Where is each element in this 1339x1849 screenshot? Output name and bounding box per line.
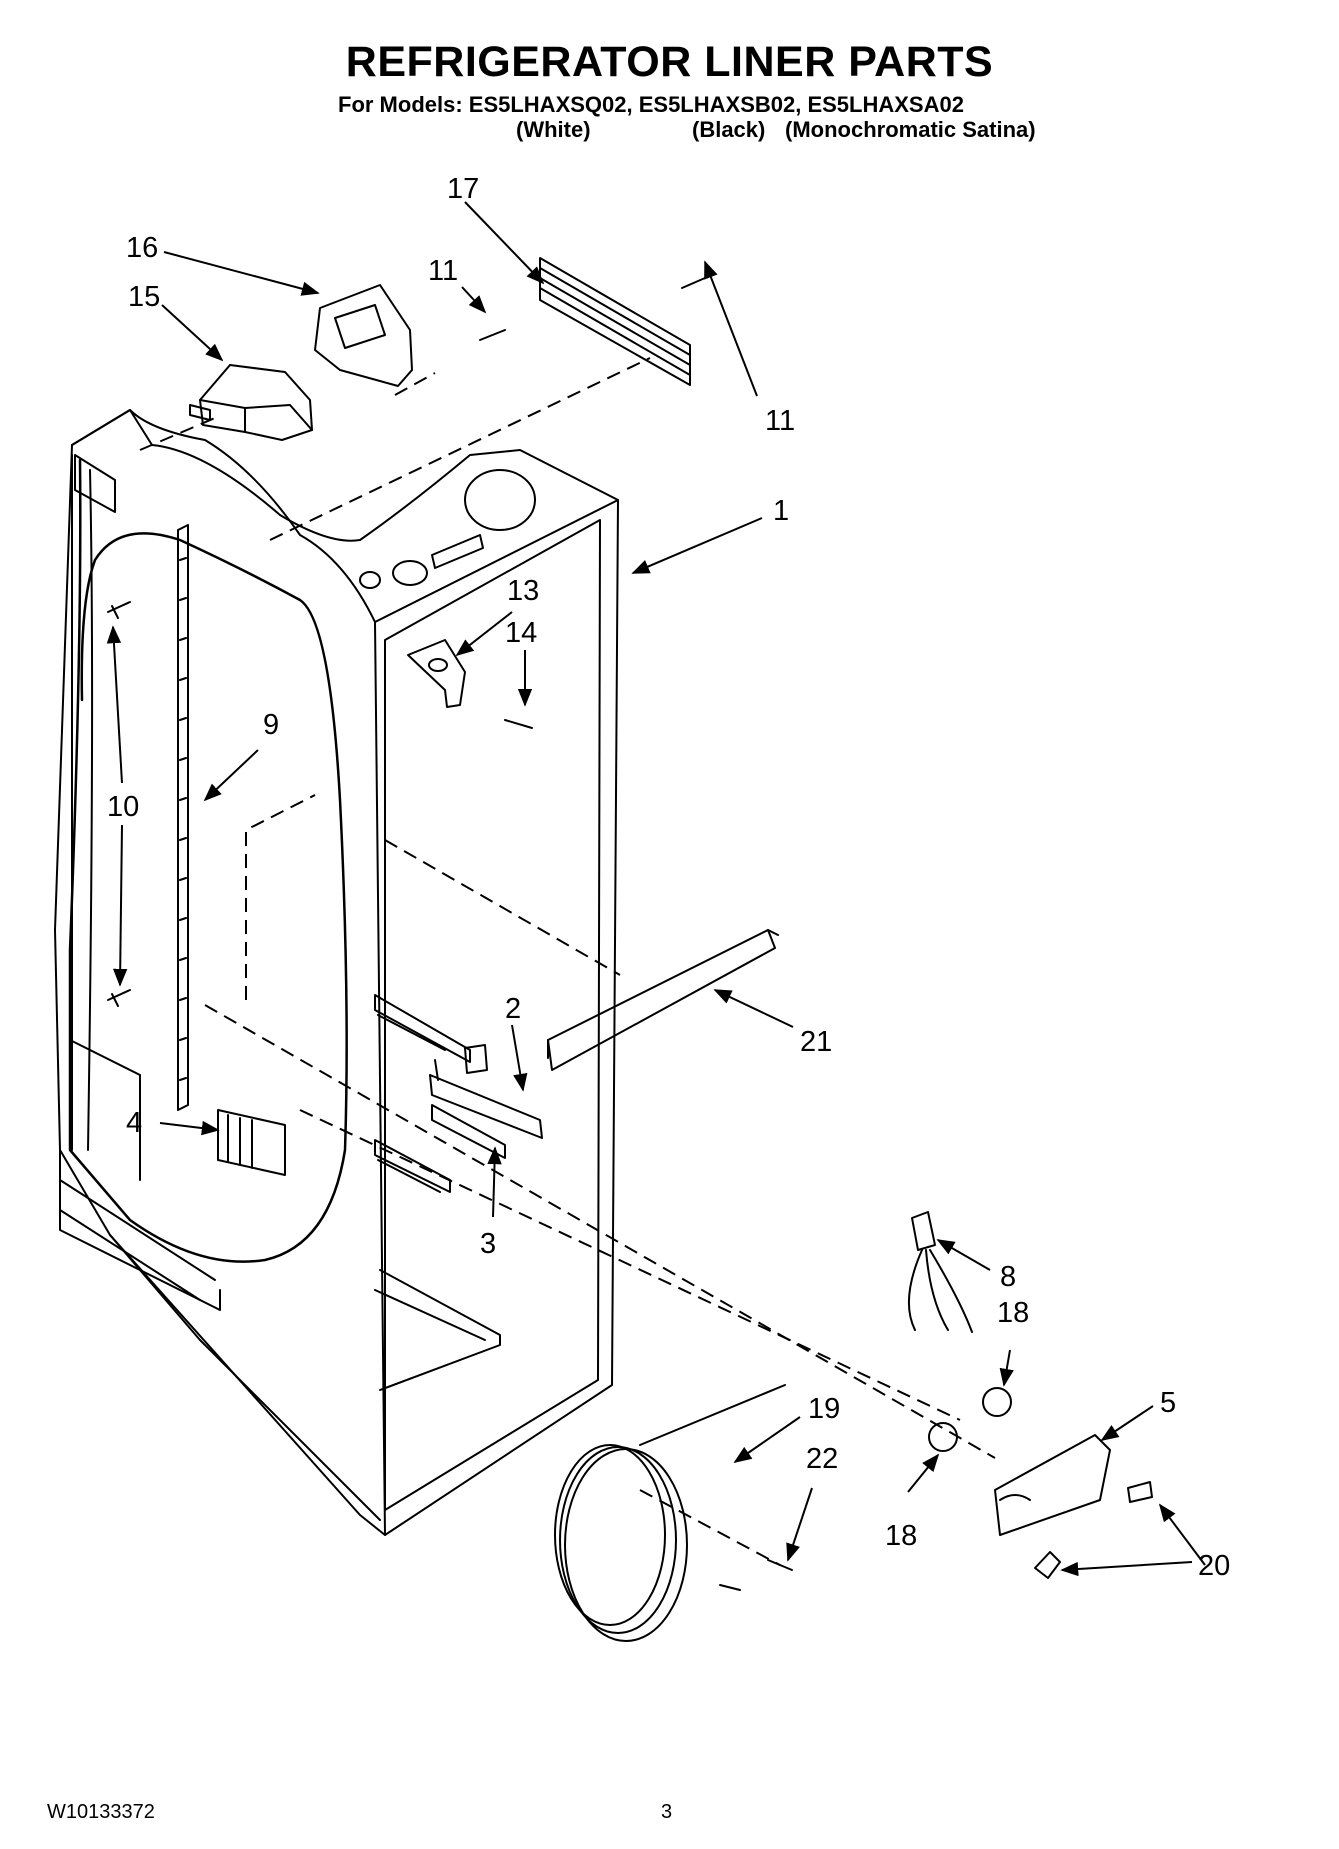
callout-1: 1: [773, 495, 789, 527]
callout-8: 8: [1000, 1261, 1016, 1293]
screw-14: [504, 719, 533, 729]
callout-17: 17: [447, 173, 479, 205]
callout-22: 22: [806, 1443, 838, 1475]
variant-black: (Black): [692, 117, 766, 142]
part-15-housing: [189, 364, 313, 441]
callout-11-right: 11: [765, 405, 795, 437]
callout-4: 4: [126, 1107, 142, 1139]
callout-2: 2: [505, 993, 521, 1025]
callout-15: 15: [128, 281, 160, 313]
part-17-strip: [539, 257, 691, 386]
part-18-grommet-upper: [982, 1387, 1012, 1417]
callout-18-lower: 18: [885, 1520, 917, 1552]
callout-14: 14: [505, 617, 537, 649]
leader-arrows: [106, 201, 1206, 1577]
part-18-grommet-lower: [928, 1422, 958, 1452]
screw-10-lower: [107, 989, 131, 1007]
variant-white: (White): [516, 117, 591, 142]
part-8-harness: [907, 1211, 973, 1333]
callout-5: 5: [1160, 1387, 1176, 1419]
page-title: REFRIGERATOR LINER PARTS: [345, 38, 994, 86]
models-line: For Models: ES5LHAXSQ02, ES5LHAXSB02, ES…: [338, 92, 964, 117]
callout-3: 3: [480, 1228, 496, 1260]
screw-11-right: [681, 277, 706, 289]
part-20-screws: [1034, 1481, 1153, 1579]
part-21-rail: [547, 929, 779, 1071]
callout-16: 16: [126, 232, 158, 264]
part-2-bracket: [429, 1044, 543, 1139]
callout-21: 21: [800, 1026, 832, 1058]
document-number: W10133372: [47, 1801, 155, 1823]
part-4-module: [217, 1109, 286, 1176]
callout-10: 10: [107, 791, 139, 823]
part-3-bracket: [431, 1104, 506, 1159]
part-13-bracket: [407, 639, 466, 708]
part-19-tubing: [554, 1384, 786, 1642]
callout-20: 20: [1198, 1550, 1230, 1582]
callout-9: 9: [263, 709, 279, 741]
page-number: 3: [661, 1801, 673, 1823]
part-5-housing: [994, 1434, 1111, 1536]
screw-10-upper: [107, 601, 131, 619]
callout-11-left: 11: [428, 255, 458, 287]
refrigerator-liner: [54, 409, 619, 1536]
callout-18-upper: 18: [997, 1297, 1029, 1329]
callout-19: 19: [808, 1393, 840, 1425]
assembly-lines: [139, 357, 996, 1566]
variant-satina: (Monochromatic Satina): [785, 117, 1036, 142]
part-16-bracket: [314, 284, 413, 387]
screw-11-left: [479, 329, 506, 341]
callout-13: 13: [507, 575, 539, 607]
